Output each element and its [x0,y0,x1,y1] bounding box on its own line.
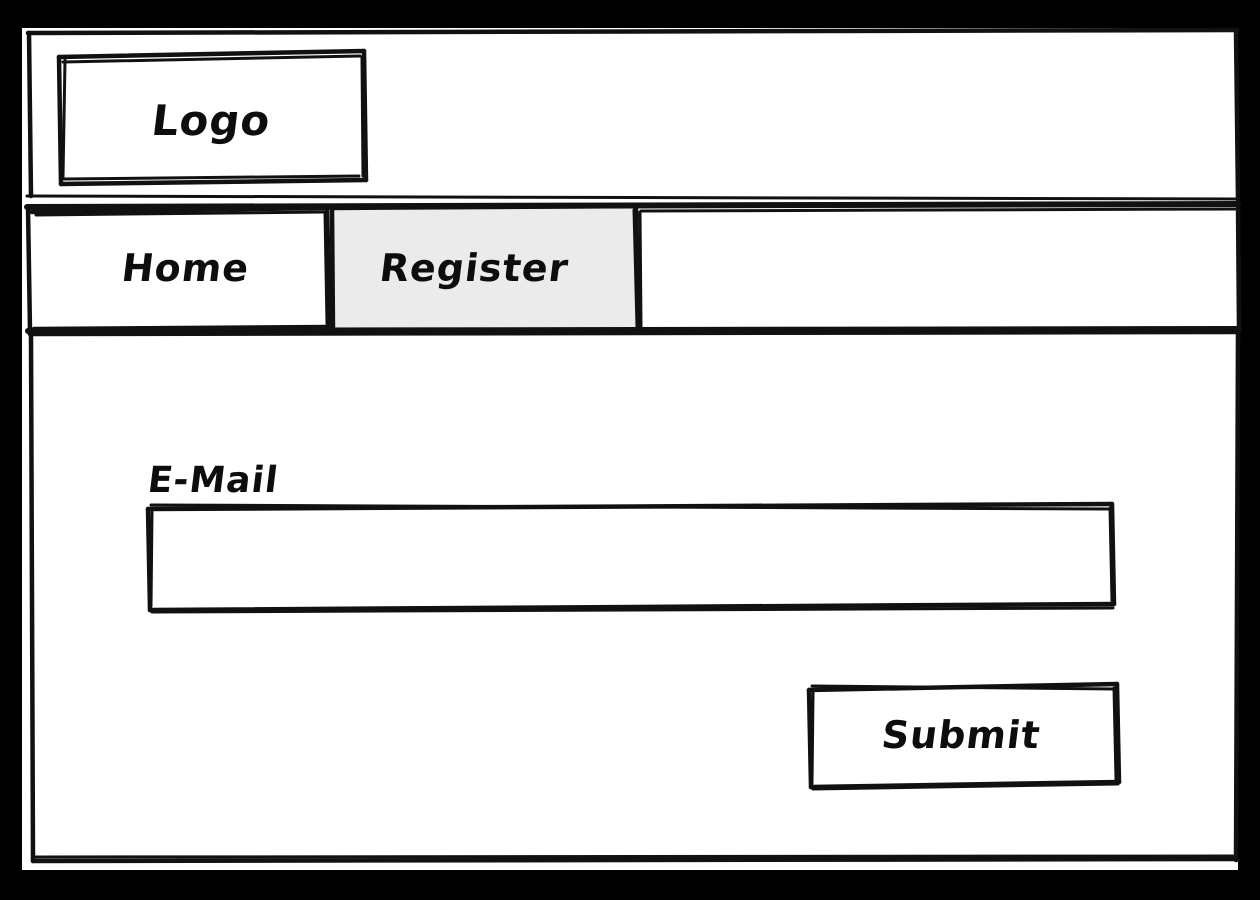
nav-tab-home[interactable] [30,206,328,330]
email-input[interactable] [146,505,1113,607]
submit-button[interactable] [807,685,1118,785]
nav-tab-empty-slot[interactable] [637,204,1238,330]
email-field-label: E-Mail [145,460,281,501]
logo-placeholder-box [58,52,365,183]
nav-tab-register[interactable] [330,204,637,330]
mockup-paper [22,28,1238,870]
